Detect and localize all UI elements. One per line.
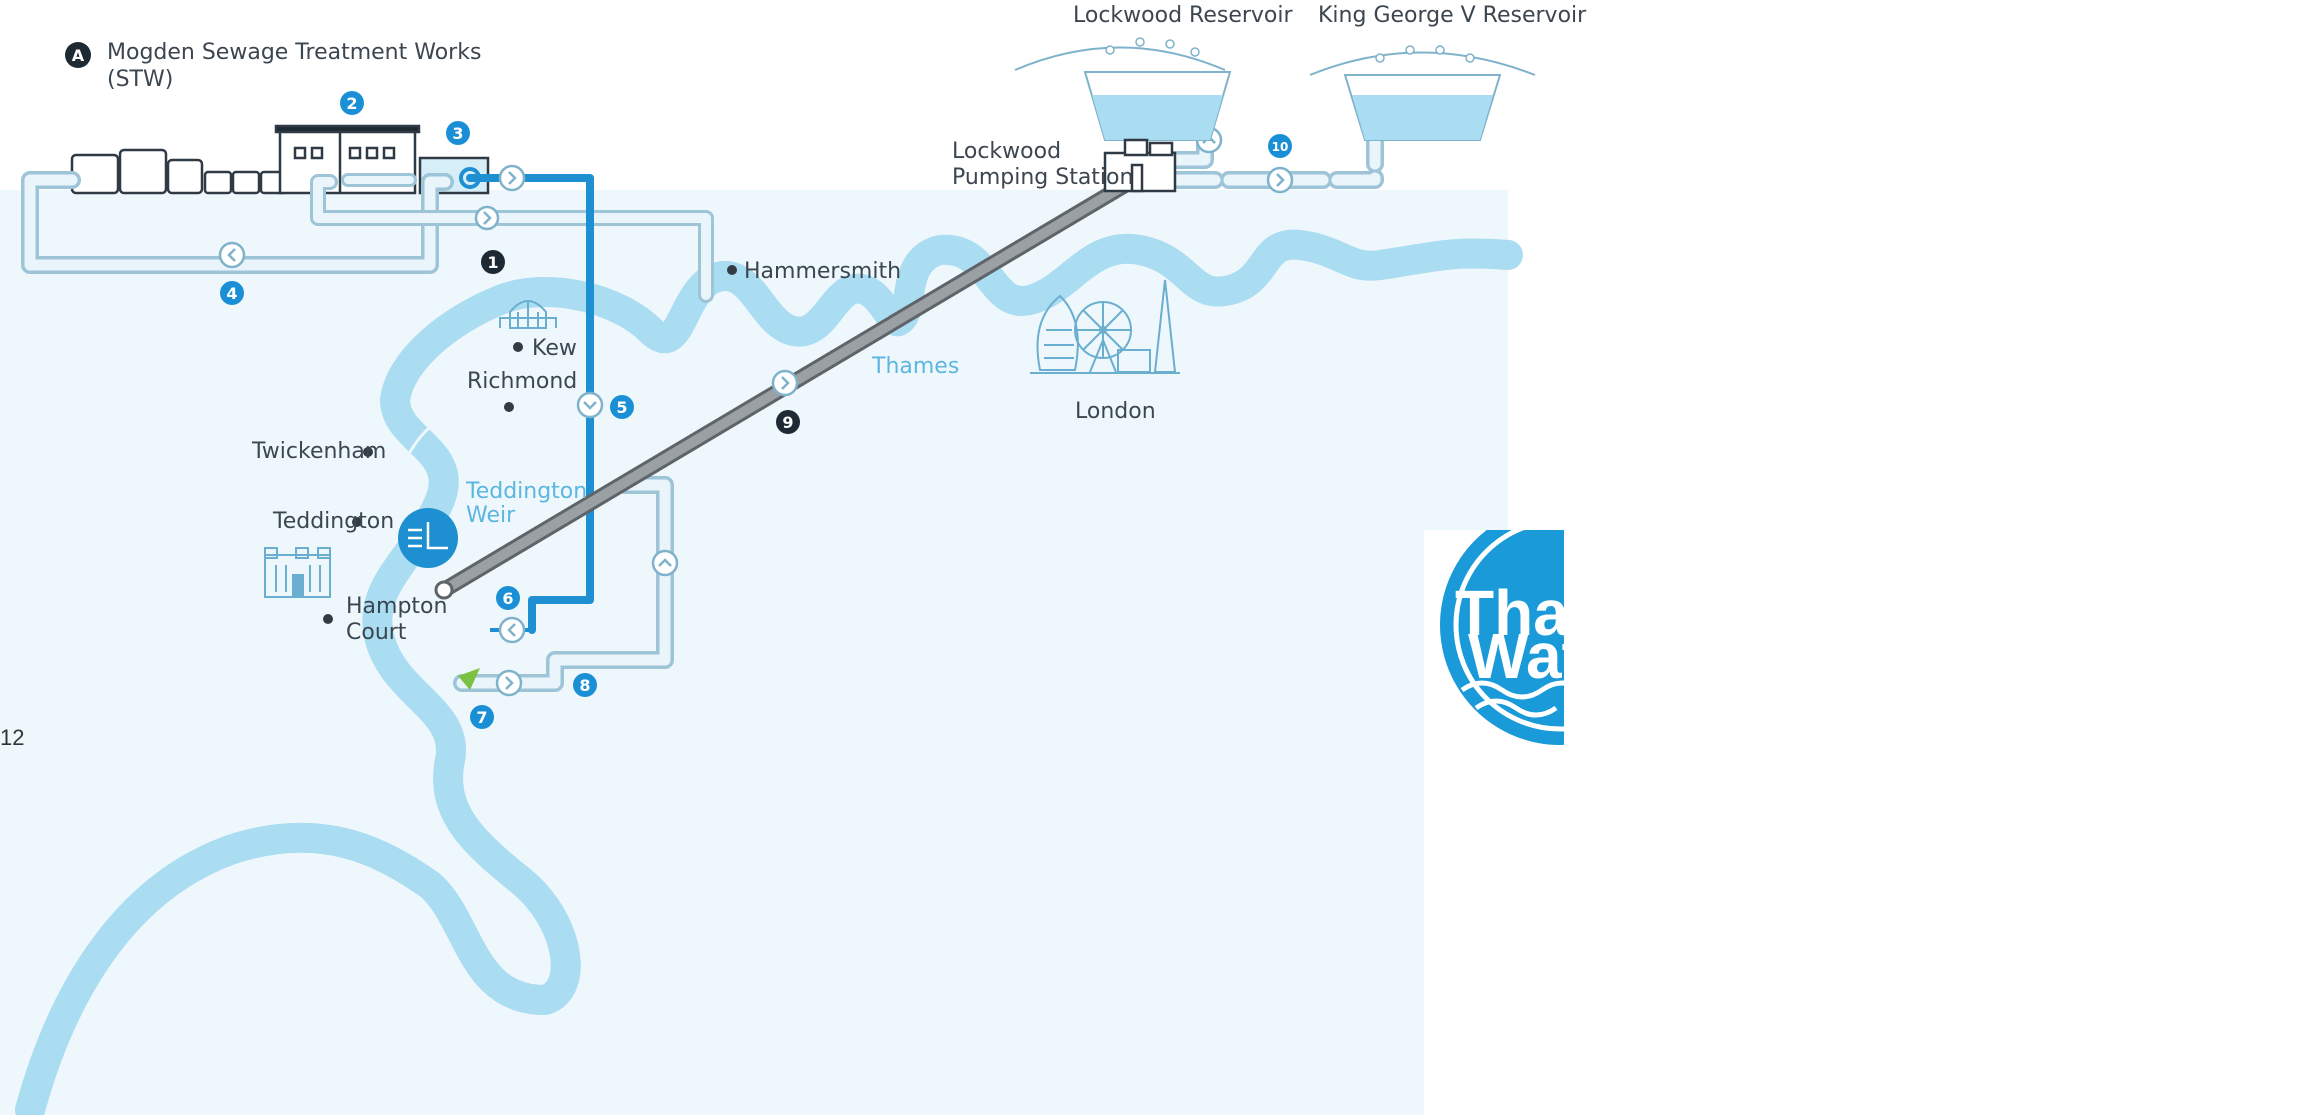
svg-text:9: 9 [782, 413, 793, 432]
place-hampton-line2: Court [346, 620, 407, 645]
step-marker-4: 4 [220, 281, 244, 305]
valve-right-icon [498, 164, 526, 192]
kew-palm-house-icon [499, 300, 557, 329]
stw-title-abbrev: (STW) [107, 67, 173, 92]
step-marker-2: 2 [340, 91, 364, 115]
svg-text:6: 6 [502, 589, 513, 608]
step-marker-9: 9 [776, 410, 800, 434]
river-thames-label: Thames [871, 354, 959, 379]
lockwood-reservoir-label: Lockwood Reservoir [1073, 3, 1294, 28]
thames-water-logo: Thames Water [1424, 530, 1697, 1115]
place-hammersmith: Hammersmith [744, 259, 901, 284]
svg-text:3: 3 [452, 124, 463, 143]
valve-left-icon [498, 616, 526, 644]
teddington-weir-label-line1: Teddington [465, 479, 587, 504]
king-george-reservoir-label: King George V Reservoir [1318, 3, 1587, 28]
effluent-transfer-pipe [466, 174, 594, 634]
place-twickenham: Twickenham [251, 439, 386, 464]
step-marker-5: 5 [610, 395, 634, 419]
place-kew: Kew [532, 336, 577, 361]
step-marker-a: A [65, 42, 91, 68]
step-marker-8: 8 [573, 673, 597, 697]
valve-right-icon [1266, 166, 1294, 194]
teddington-weir-label-line2: Weir [466, 503, 516, 528]
step-marker-10: 10 [1268, 134, 1292, 158]
king-george-v-reservoir-icon [1309, 45, 1536, 141]
place-london: London [1075, 399, 1156, 424]
place-teddington: Teddington [272, 509, 394, 534]
valve-up-icon [651, 549, 679, 577]
step-marker-1: 1 [481, 250, 505, 274]
pumping-station-label-line2: Pumping Station [952, 165, 1133, 190]
river-inner-bank [398, 408, 462, 642]
svg-text:4: 4 [226, 284, 237, 303]
svg-text:A: A [72, 46, 85, 65]
svg-text:2: 2 [346, 94, 357, 113]
map-background [0, 190, 1508, 1115]
place-dots [323, 265, 737, 624]
stw-title: Mogden Sewage Treatment Works [107, 40, 481, 65]
page-number: 12 [0, 725, 24, 750]
valve-right-icon [771, 369, 799, 397]
logo-text-line2: Water [1468, 620, 1643, 692]
logo-text-line1: Thames [1455, 577, 1697, 649]
pumping-station-icon [1103, 138, 1177, 193]
place-richmond: Richmond [467, 369, 577, 394]
teddington-weir-icon [398, 508, 458, 568]
hampton-court-icon [264, 547, 331, 598]
svg-text:7: 7 [476, 708, 487, 727]
pumping-station-label-line1: Lockwood [952, 139, 1061, 164]
svg-text:10: 10 [1272, 140, 1289, 154]
valve-down-icon [576, 391, 604, 419]
svg-text:5: 5 [616, 398, 627, 417]
svg-text:8: 8 [579, 676, 590, 695]
london-skyline-icon [1030, 279, 1180, 374]
step-marker-7: 7 [470, 705, 494, 729]
valve-left-icon [218, 241, 246, 269]
valve-right-icon [495, 669, 523, 697]
valve-right-icon [474, 205, 500, 231]
outfall-marker [458, 668, 480, 690]
svg-text:1: 1 [487, 253, 498, 272]
step-marker-6: 6 [496, 586, 520, 610]
lockwood-reservoir-icon [1014, 37, 1232, 141]
place-hampton-line1: Hampton [346, 594, 447, 619]
step-marker-3: 3 [446, 121, 470, 145]
